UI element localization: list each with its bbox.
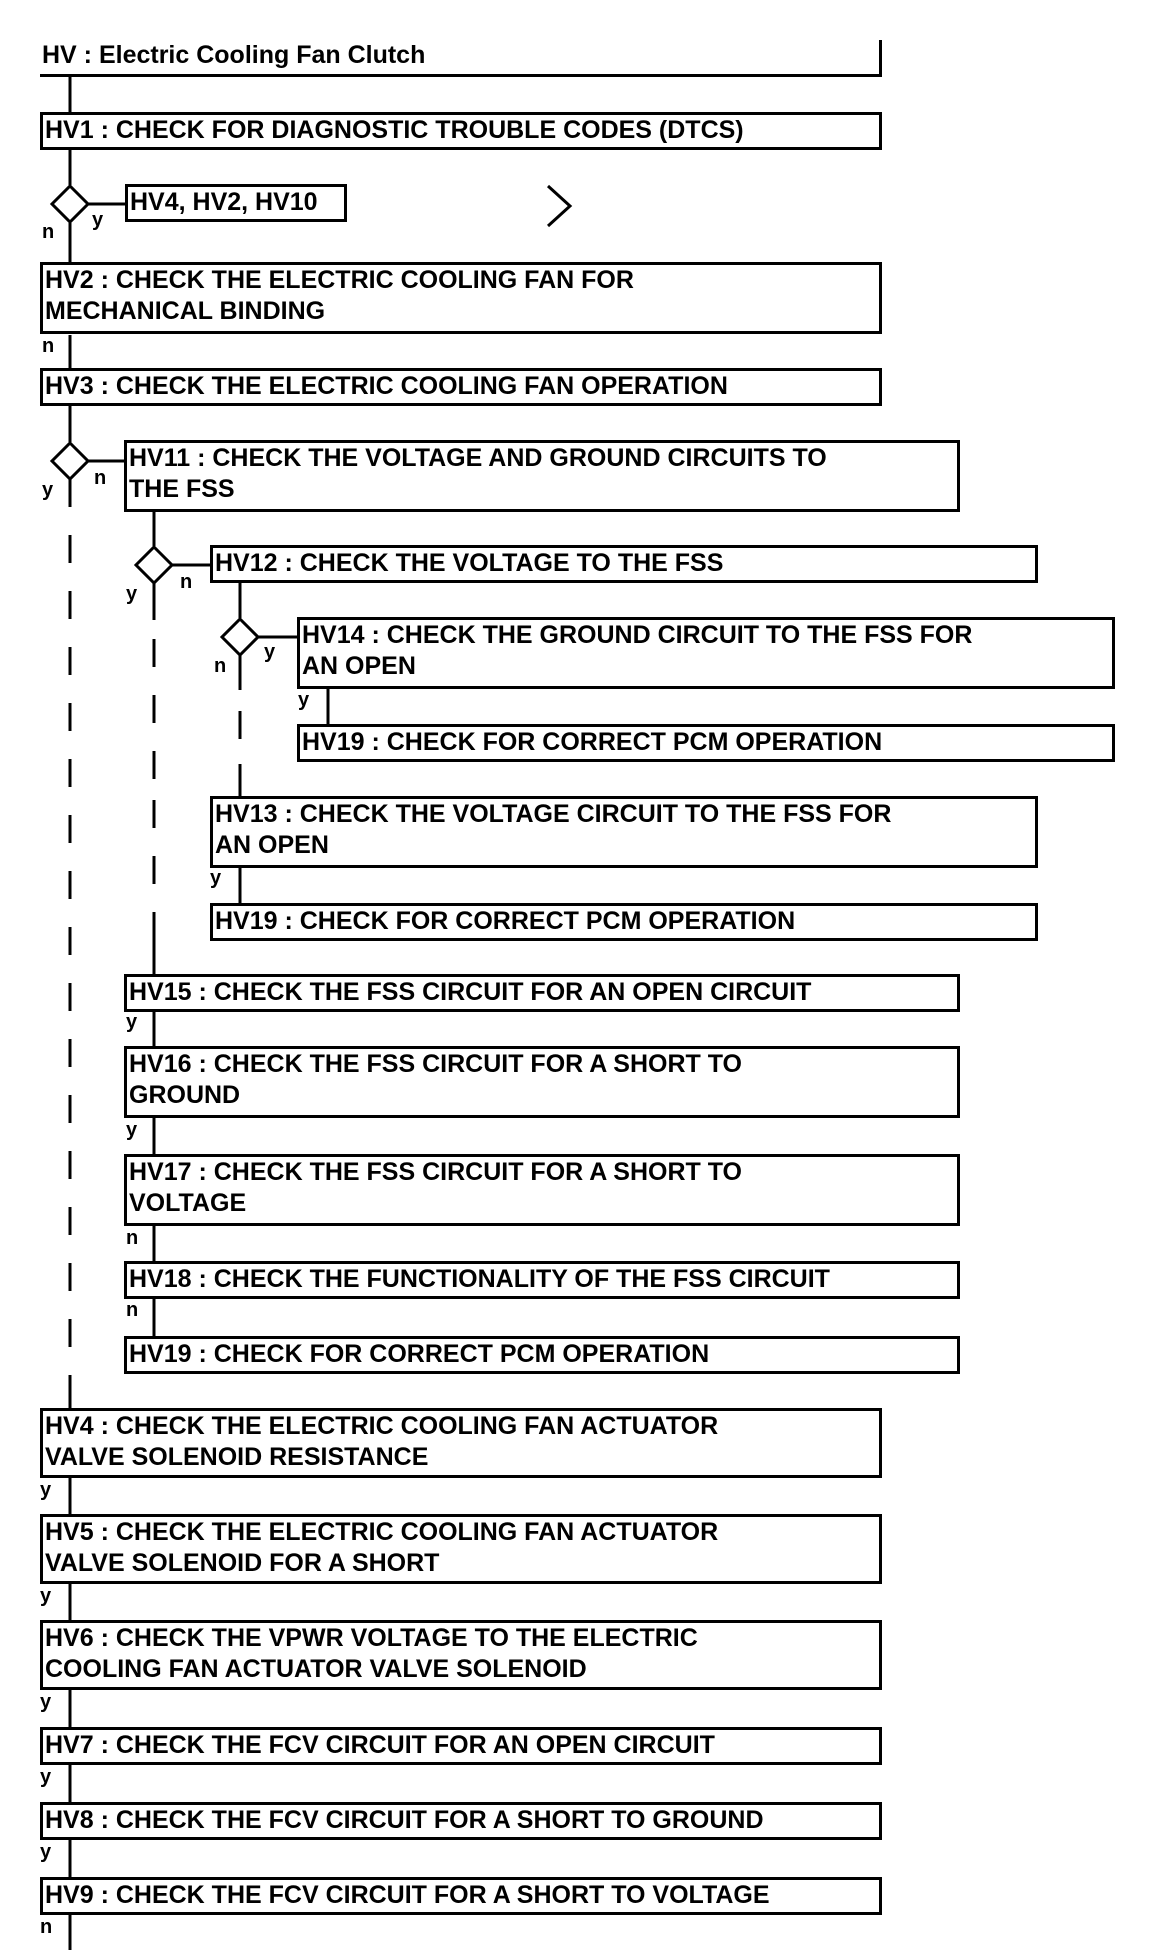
branch-label-no: n [126,1227,139,1249]
branch-label-yes: y [40,1479,52,1501]
step-hv1-yes-targets[interactable]: HV4, HV2, HV10 [125,184,347,222]
step-hv12[interactable]: HV12 : CHECK THE VOLTAGE TO THE FSS [210,545,1038,583]
branch-label-yes: y [40,1585,52,1607]
decision-diamond [49,183,91,225]
branch-label-yes: y [264,641,276,663]
step-hv9[interactable]: HV9 : CHECK THE FCV CIRCUIT FOR A SHORT … [40,1877,882,1915]
branch-label-yes: y [126,1011,138,1033]
step-hv19-c[interactable]: HV19 : CHECK FOR CORRECT PCM OPERATION [124,1336,960,1374]
branch-label-yes: y [40,1691,52,1713]
step-hv14[interactable]: HV14 : CHECK THE GROUND CIRCUIT TO THE F… [297,617,1115,689]
step-hv7[interactable]: HV7 : CHECK THE FCV CIRCUIT FOR AN OPEN … [40,1727,882,1765]
step-hv19-b[interactable]: HV19 : CHECK FOR CORRECT PCM OPERATION [210,903,1038,941]
step-hv13[interactable]: HV13 : CHECK THE VOLTAGE CIRCUIT TO THE … [210,796,1038,868]
chevron-right-icon [546,184,573,228]
branch-label-no: n [42,335,55,357]
branch-label-no: n [42,221,55,243]
branch-label-yes: y [210,867,222,889]
branch-label-no: n [180,571,193,593]
branch-label-yes: y [298,689,310,711]
branch-label-no: n [94,467,107,489]
decision-diamond [219,616,261,658]
decision-diamond [49,440,91,482]
step-hv8[interactable]: HV8 : CHECK THE FCV CIRCUIT FOR A SHORT … [40,1802,882,1840]
step-hv1[interactable]: HV1 : CHECK FOR DIAGNOSTIC TROUBLE CODES… [40,112,882,150]
step-hv4[interactable]: HV4 : CHECK THE ELECTRIC COOLING FAN ACT… [40,1408,882,1478]
branch-label-no: n [40,1916,53,1938]
step-hv3[interactable]: HV3 : CHECK THE ELECTRIC COOLING FAN OPE… [40,368,882,406]
page-title: HV : Electric Cooling Fan Clutch [40,40,882,77]
branch-label-no: n [214,655,227,677]
step-hv5[interactable]: HV5 : CHECK THE ELECTRIC COOLING FAN ACT… [40,1514,882,1584]
branch-label-yes: y [92,209,104,231]
branch-label-no: n [126,1299,139,1321]
step-hv2[interactable]: HV2 : CHECK THE ELECTRIC COOLING FAN FOR… [40,262,882,334]
step-hv18[interactable]: HV18 : CHECK THE FUNCTIONALITY OF THE FS… [124,1261,960,1299]
step-hv15[interactable]: HV15 : CHECK THE FSS CIRCUIT FOR AN OPEN… [124,974,960,1012]
branch-label-yes: y [126,583,138,605]
branch-label-yes: y [40,1841,52,1863]
step-hv6[interactable]: HV6 : CHECK THE VPWR VOLTAGE TO THE ELEC… [40,1620,882,1690]
step-hv11[interactable]: HV11 : CHECK THE VOLTAGE AND GROUND CIRC… [124,440,960,512]
branch-label-yes: y [126,1119,138,1141]
step-hv19-a[interactable]: HV19 : CHECK FOR CORRECT PCM OPERATION [297,724,1115,762]
branch-label-yes: y [42,479,54,501]
step-hv16[interactable]: HV16 : CHECK THE FSS CIRCUIT FOR A SHORT… [124,1046,960,1118]
step-hv17[interactable]: HV17 : CHECK THE FSS CIRCUIT FOR A SHORT… [124,1154,960,1226]
branch-label-yes: y [40,1766,52,1788]
decision-diamond [133,544,175,586]
